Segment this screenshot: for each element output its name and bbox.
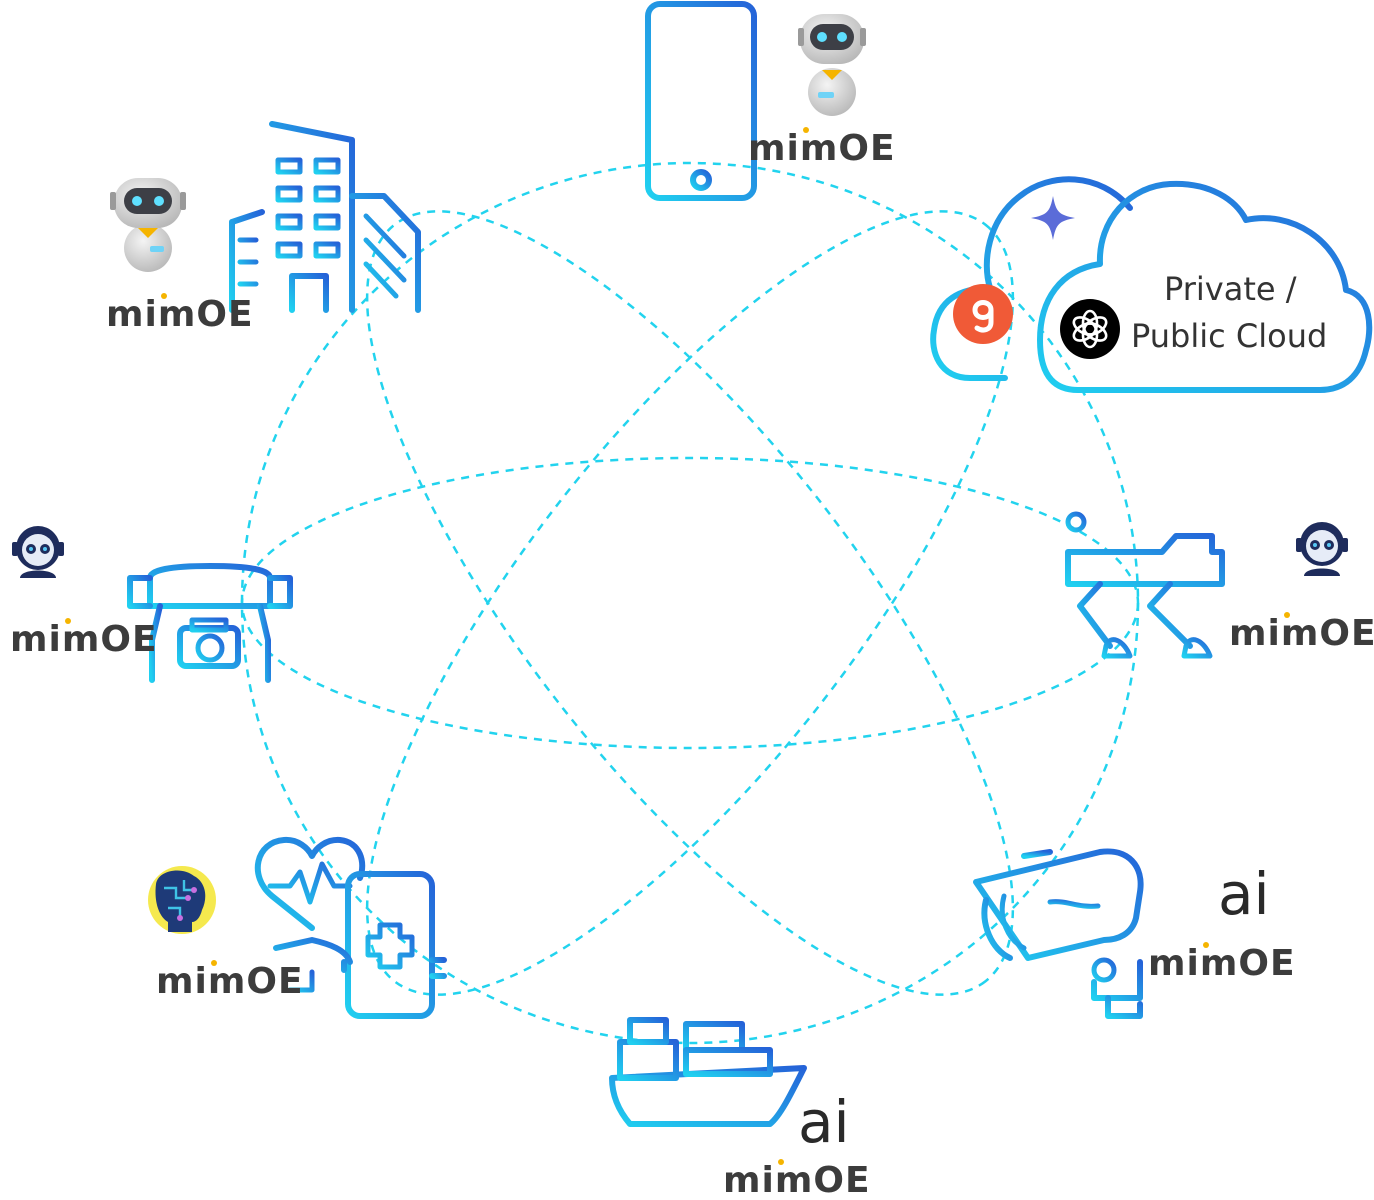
ollama-badge-icon <box>953 284 1013 344</box>
brand-wordmark: mimOE <box>1229 612 1374 654</box>
orbit-vertical <box>240 161 1140 1045</box>
robot-assistant-icon <box>798 14 866 116</box>
node-healthcare: mimOE <box>148 836 447 1019</box>
cargo-ship-icon <box>609 989 807 1127</box>
svg-text:mimOE: mimOE <box>748 128 896 169</box>
ai-label: ai <box>1218 860 1270 928</box>
robot-dog-icon <box>1065 511 1225 659</box>
camera-drone-icon <box>107 554 313 683</box>
svg-text:mimOE: mimOE <box>723 1160 871 1200</box>
brand-wordmark: mimOE <box>156 960 304 1002</box>
gemini-sparkle-icon <box>1031 196 1075 240</box>
openai-logo-icon <box>1060 299 1120 359</box>
orbit-diag-2 <box>365 210 1015 996</box>
node-cloud: Private / Public Cloud <box>930 176 1373 393</box>
node-security-camera: ai mimOE <box>973 848 1296 1019</box>
security-camera-icon <box>973 848 1144 1019</box>
brand-wordmark: mimOE <box>10 618 158 660</box>
brand-wordmark: mimOE <box>723 1159 871 1200</box>
node-drone: mimOE <box>10 526 313 683</box>
brand-wordmark: mimOE <box>1148 942 1296 984</box>
smartphone-icon <box>645 1 757 201</box>
svg-text:mimOE: mimOE <box>156 961 304 1002</box>
robot-assistant-icon <box>110 178 186 272</box>
cloud-label-line2: Public Cloud <box>1131 317 1327 355</box>
node-cargo-ship: ai mimOE <box>609 989 871 1200</box>
healthcare-app-icon <box>254 836 447 1019</box>
cloud-back-icon <box>930 176 1133 381</box>
node-smartphone: mimOE <box>645 1 896 201</box>
orbit-horizontal <box>240 456 1140 750</box>
svg-text:mimOE: mimOE <box>106 294 254 335</box>
node-office-building: mimOE <box>106 121 433 335</box>
ai-brain-icon <box>148 866 216 934</box>
robot-head-icon <box>1296 522 1348 576</box>
svg-text:mimOE: mimOE <box>1229 613 1374 654</box>
brand-wordmark: mimOE <box>748 127 896 169</box>
cloud-label-line1: Private / <box>1164 270 1297 308</box>
svg-text:mimOE: mimOE <box>1148 943 1296 984</box>
orbit-lines <box>240 161 1140 1045</box>
office-building-icon <box>217 121 433 313</box>
cloud-front-icon <box>1037 180 1373 393</box>
brand-wordmark: mimOE <box>106 293 254 335</box>
orbit-diag-1 <box>365 210 1015 996</box>
ai-label: ai <box>798 1088 850 1156</box>
svg-text:mimOE: mimOE <box>10 619 158 660</box>
robot-head-icon <box>12 526 64 578</box>
node-robot-dog: mimOE <box>1065 511 1374 659</box>
